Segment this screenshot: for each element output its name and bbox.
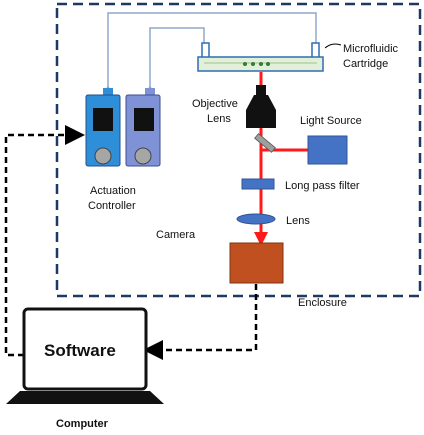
tubing-inner	[144, 27, 205, 96]
controller-left-connector	[103, 88, 113, 96]
laptop-screen	[22, 307, 148, 391]
lens	[236, 213, 276, 225]
long-pass-filter-label: Long pass filter	[285, 180, 360, 192]
cartridge-label-line2: Cartridge	[343, 58, 388, 70]
laptop-base	[6, 391, 164, 404]
lens-label: Lens	[286, 215, 310, 227]
tubing-outer	[102, 12, 317, 96]
camera-to-computer-line	[143, 284, 258, 360]
controller-right-screen	[134, 108, 154, 131]
controller-right-connector	[145, 88, 155, 96]
controller-right-knob	[134, 147, 152, 165]
microfluidic-cartridge	[197, 42, 324, 72]
camera	[229, 242, 284, 284]
enclosure-box	[55, 2, 422, 298]
actuation-label-line1: Actuation	[90, 185, 136, 197]
actuation-controller	[85, 88, 161, 167]
light-source-label: Light Source	[300, 115, 362, 127]
data-connections	[4, 125, 258, 360]
computer-to-controller-line	[4, 125, 85, 357]
actuation-label-line2: Controller	[88, 200, 136, 212]
objective-lens	[246, 85, 276, 128]
controller-left-screen	[93, 108, 113, 131]
enclosure-label: Enclosure	[298, 297, 347, 309]
light-source	[307, 135, 348, 165]
laptop	[6, 307, 164, 404]
camera-label: Camera	[156, 229, 196, 241]
software-label: Software	[44, 341, 116, 360]
dichroic-mirror	[254, 133, 276, 153]
objective-label-line2: Lens	[207, 113, 231, 125]
cartridge-label-line1: Microfluidic	[343, 43, 399, 55]
computer-label: Computer	[56, 418, 109, 430]
long-pass-filter	[241, 178, 275, 190]
cartridge-pointer	[324, 43, 342, 49]
tubing-lines	[102, 12, 317, 96]
objective-label-line1: Objective	[192, 98, 238, 110]
controller-left-knob	[94, 147, 112, 165]
